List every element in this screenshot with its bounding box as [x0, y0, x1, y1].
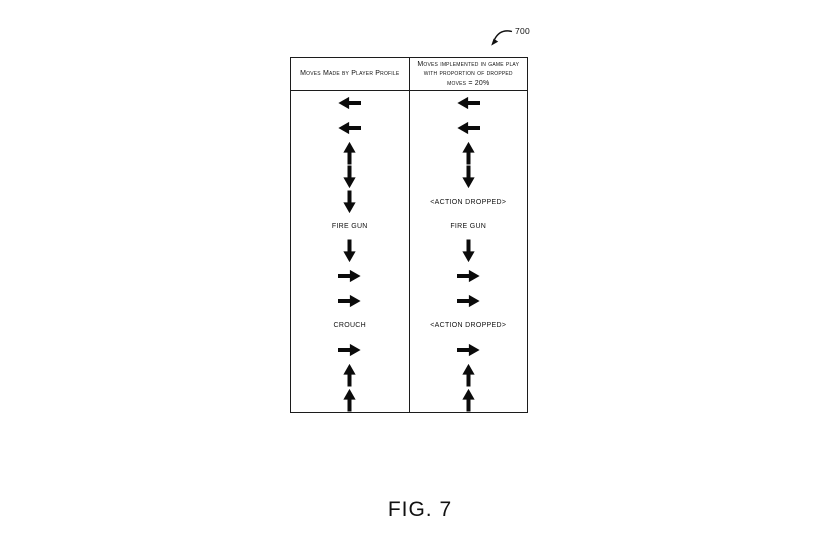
down-arrow-icon [343, 190, 356, 214]
down-arrow-icon [343, 239, 356, 263]
move-label: <ACTION DROPPED> [430, 198, 507, 206]
right-arrow-icon [456, 344, 480, 357]
up-arrow-icon [343, 363, 356, 387]
cell-right [410, 387, 528, 412]
cell-left [291, 263, 410, 289]
reference-callout: 700 [489, 26, 530, 47]
header-right-line-1: Moves implemented in game play [417, 61, 520, 69]
table-row [291, 140, 528, 166]
left-arrow-icon [338, 121, 362, 135]
table-row [291, 91, 527, 116]
left-arrow-icon [457, 97, 480, 110]
header-left-text: Moves Made by Player Profile [300, 70, 400, 78]
up-arrow-icon [462, 141, 475, 165]
table-row [291, 263, 528, 289]
cell-right: FIRE GUN [410, 214, 528, 239]
cell-right [410, 264, 528, 289]
cell-right [410, 165, 528, 190]
cell-left [291, 140, 410, 166]
down-arrow-icon [343, 165, 356, 189]
up-arrow-icon [343, 141, 356, 165]
left-arrow-icon [457, 121, 480, 135]
cell-left [291, 91, 410, 116]
cell-right [410, 239, 528, 264]
right-arrow-icon [338, 344, 361, 357]
up-arrow-icon [462, 363, 475, 387]
cell-right [410, 140, 528, 165]
cell-right [410, 338, 528, 363]
table-row: <ACTION DROPPED> [291, 189, 528, 215]
cell-left: CROUCH [291, 313, 410, 338]
moves-table: Moves Made by Player Profile Moves imple… [290, 57, 528, 413]
table-row: CROUCH <ACTION DROPPED> [291, 313, 527, 338]
table-row [291, 239, 527, 264]
cell-left [291, 189, 410, 215]
cell-right: <ACTION DROPPED> [410, 190, 528, 215]
table-row [291, 288, 528, 314]
table-row [291, 362, 528, 388]
move-label: FIRE GUN [450, 223, 487, 231]
right-arrow-icon [456, 294, 480, 307]
table-row [291, 337, 528, 363]
up-arrow-icon [462, 388, 475, 412]
header-right-line-3: moves = 20% [447, 79, 490, 87]
right-arrow-icon [456, 270, 480, 283]
cell-left [291, 165, 410, 190]
cell-right [410, 116, 528, 141]
cell-right [410, 363, 528, 388]
reference-number: 700 [515, 26, 531, 36]
move-label: CROUCH [333, 322, 367, 330]
reference-arrow-icon [491, 30, 513, 46]
cell-right [410, 289, 528, 314]
cell-left [291, 115, 410, 141]
cell-left [291, 387, 410, 412]
table-body: <ACTION DROPPED> FIRE GUN FIRE GUN CROUCH <A… [291, 91, 527, 412]
up-arrow-icon [343, 388, 356, 412]
move-label: <ACTION DROPPED> [430, 322, 507, 330]
table-row [291, 387, 527, 412]
right-arrow-icon [338, 294, 361, 307]
move-label: FIRE GUN [331, 223, 368, 231]
down-arrow-icon [462, 239, 475, 263]
cell-left: FIRE GUN [291, 214, 410, 240]
table-row: FIRE GUN FIRE GUN [291, 214, 528, 240]
figure-caption: FIG. 7 [387, 498, 453, 521]
cell-left [291, 288, 410, 314]
table-row [291, 165, 527, 190]
header-right-line-2: with proportion of dropped [423, 70, 513, 78]
header-left-column: Moves Made by Player Profile [291, 58, 410, 90]
cell-left [291, 362, 410, 388]
cell-right [410, 91, 528, 116]
left-arrow-icon [338, 97, 362, 110]
table-header-row: Moves Made by Player Profile Moves imple… [291, 58, 527, 91]
table-row [291, 115, 528, 141]
cell-left [291, 337, 410, 363]
right-arrow-icon [338, 270, 361, 283]
cell-left [291, 239, 410, 264]
cell-right: <ACTION DROPPED> [410, 313, 528, 338]
header-right-column: Moves implemented in game play with prop… [410, 58, 528, 90]
down-arrow-icon [462, 165, 475, 189]
